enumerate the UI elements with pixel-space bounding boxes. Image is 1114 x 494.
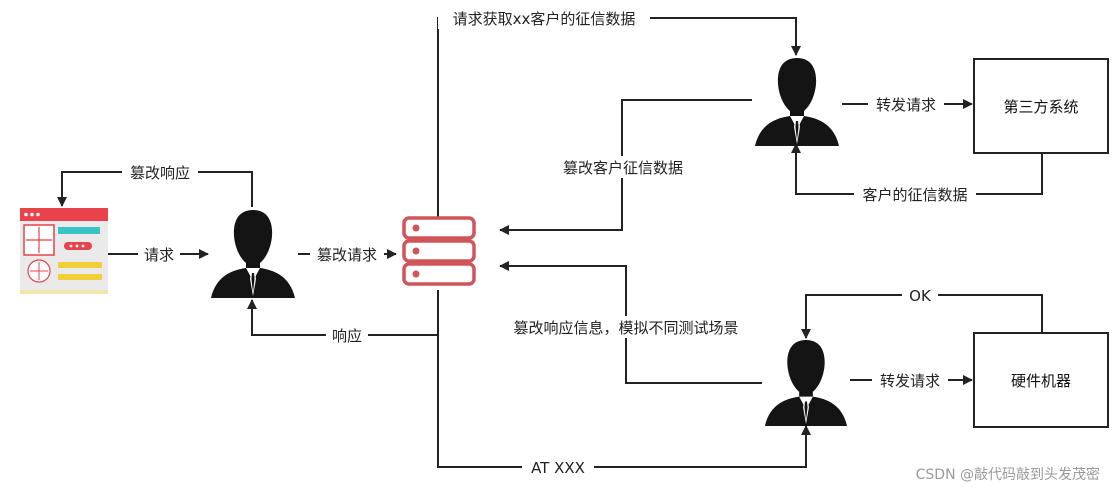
label-tamper-credit: 篡改客户征信数据 xyxy=(563,159,683,177)
hardware-machine-box: 硬件机器 xyxy=(973,332,1109,428)
person-icon xyxy=(211,210,295,298)
label-forward-bottom: 转发请求 xyxy=(880,372,940,390)
label-tamper-request: 篡改请求 xyxy=(317,246,377,264)
third-party-system-label: 第三方系统 xyxy=(1003,98,1078,116)
watermark: CSDN @敲代码敲到头发茂密 xyxy=(916,466,1100,483)
label-tamper-response: 篡改响应 xyxy=(130,164,190,182)
person-icon xyxy=(764,339,848,426)
server-icon xyxy=(402,216,476,286)
label-request: 请求 xyxy=(144,246,174,264)
label-tamper-info: 篡改响应信息，模拟不同测试场景 xyxy=(513,319,738,337)
label-customer-credit: 客户的征信数据 xyxy=(862,186,967,204)
browser-window-icon xyxy=(20,208,108,294)
label-at: AT XXX xyxy=(531,459,585,477)
connectors xyxy=(57,17,1043,468)
hardware-machine-label: 硬件机器 xyxy=(1011,372,1071,390)
label-response: 响应 xyxy=(332,327,362,345)
person-icon xyxy=(755,58,839,146)
third-party-system-box: 第三方系统 xyxy=(973,58,1109,154)
edge-labels: 请求 篡改响应 篡改请求 响应 请求获取xx客户的征信数据 转发请求 客户的征信… xyxy=(122,7,976,478)
label-ok: OK xyxy=(909,287,932,305)
label-get-credit: 请求获取xx客户的征信数据 xyxy=(453,10,636,28)
label-forward-top: 转发请求 xyxy=(876,96,936,114)
edge-get-credit xyxy=(437,17,801,218)
edge-at xyxy=(437,290,811,468)
